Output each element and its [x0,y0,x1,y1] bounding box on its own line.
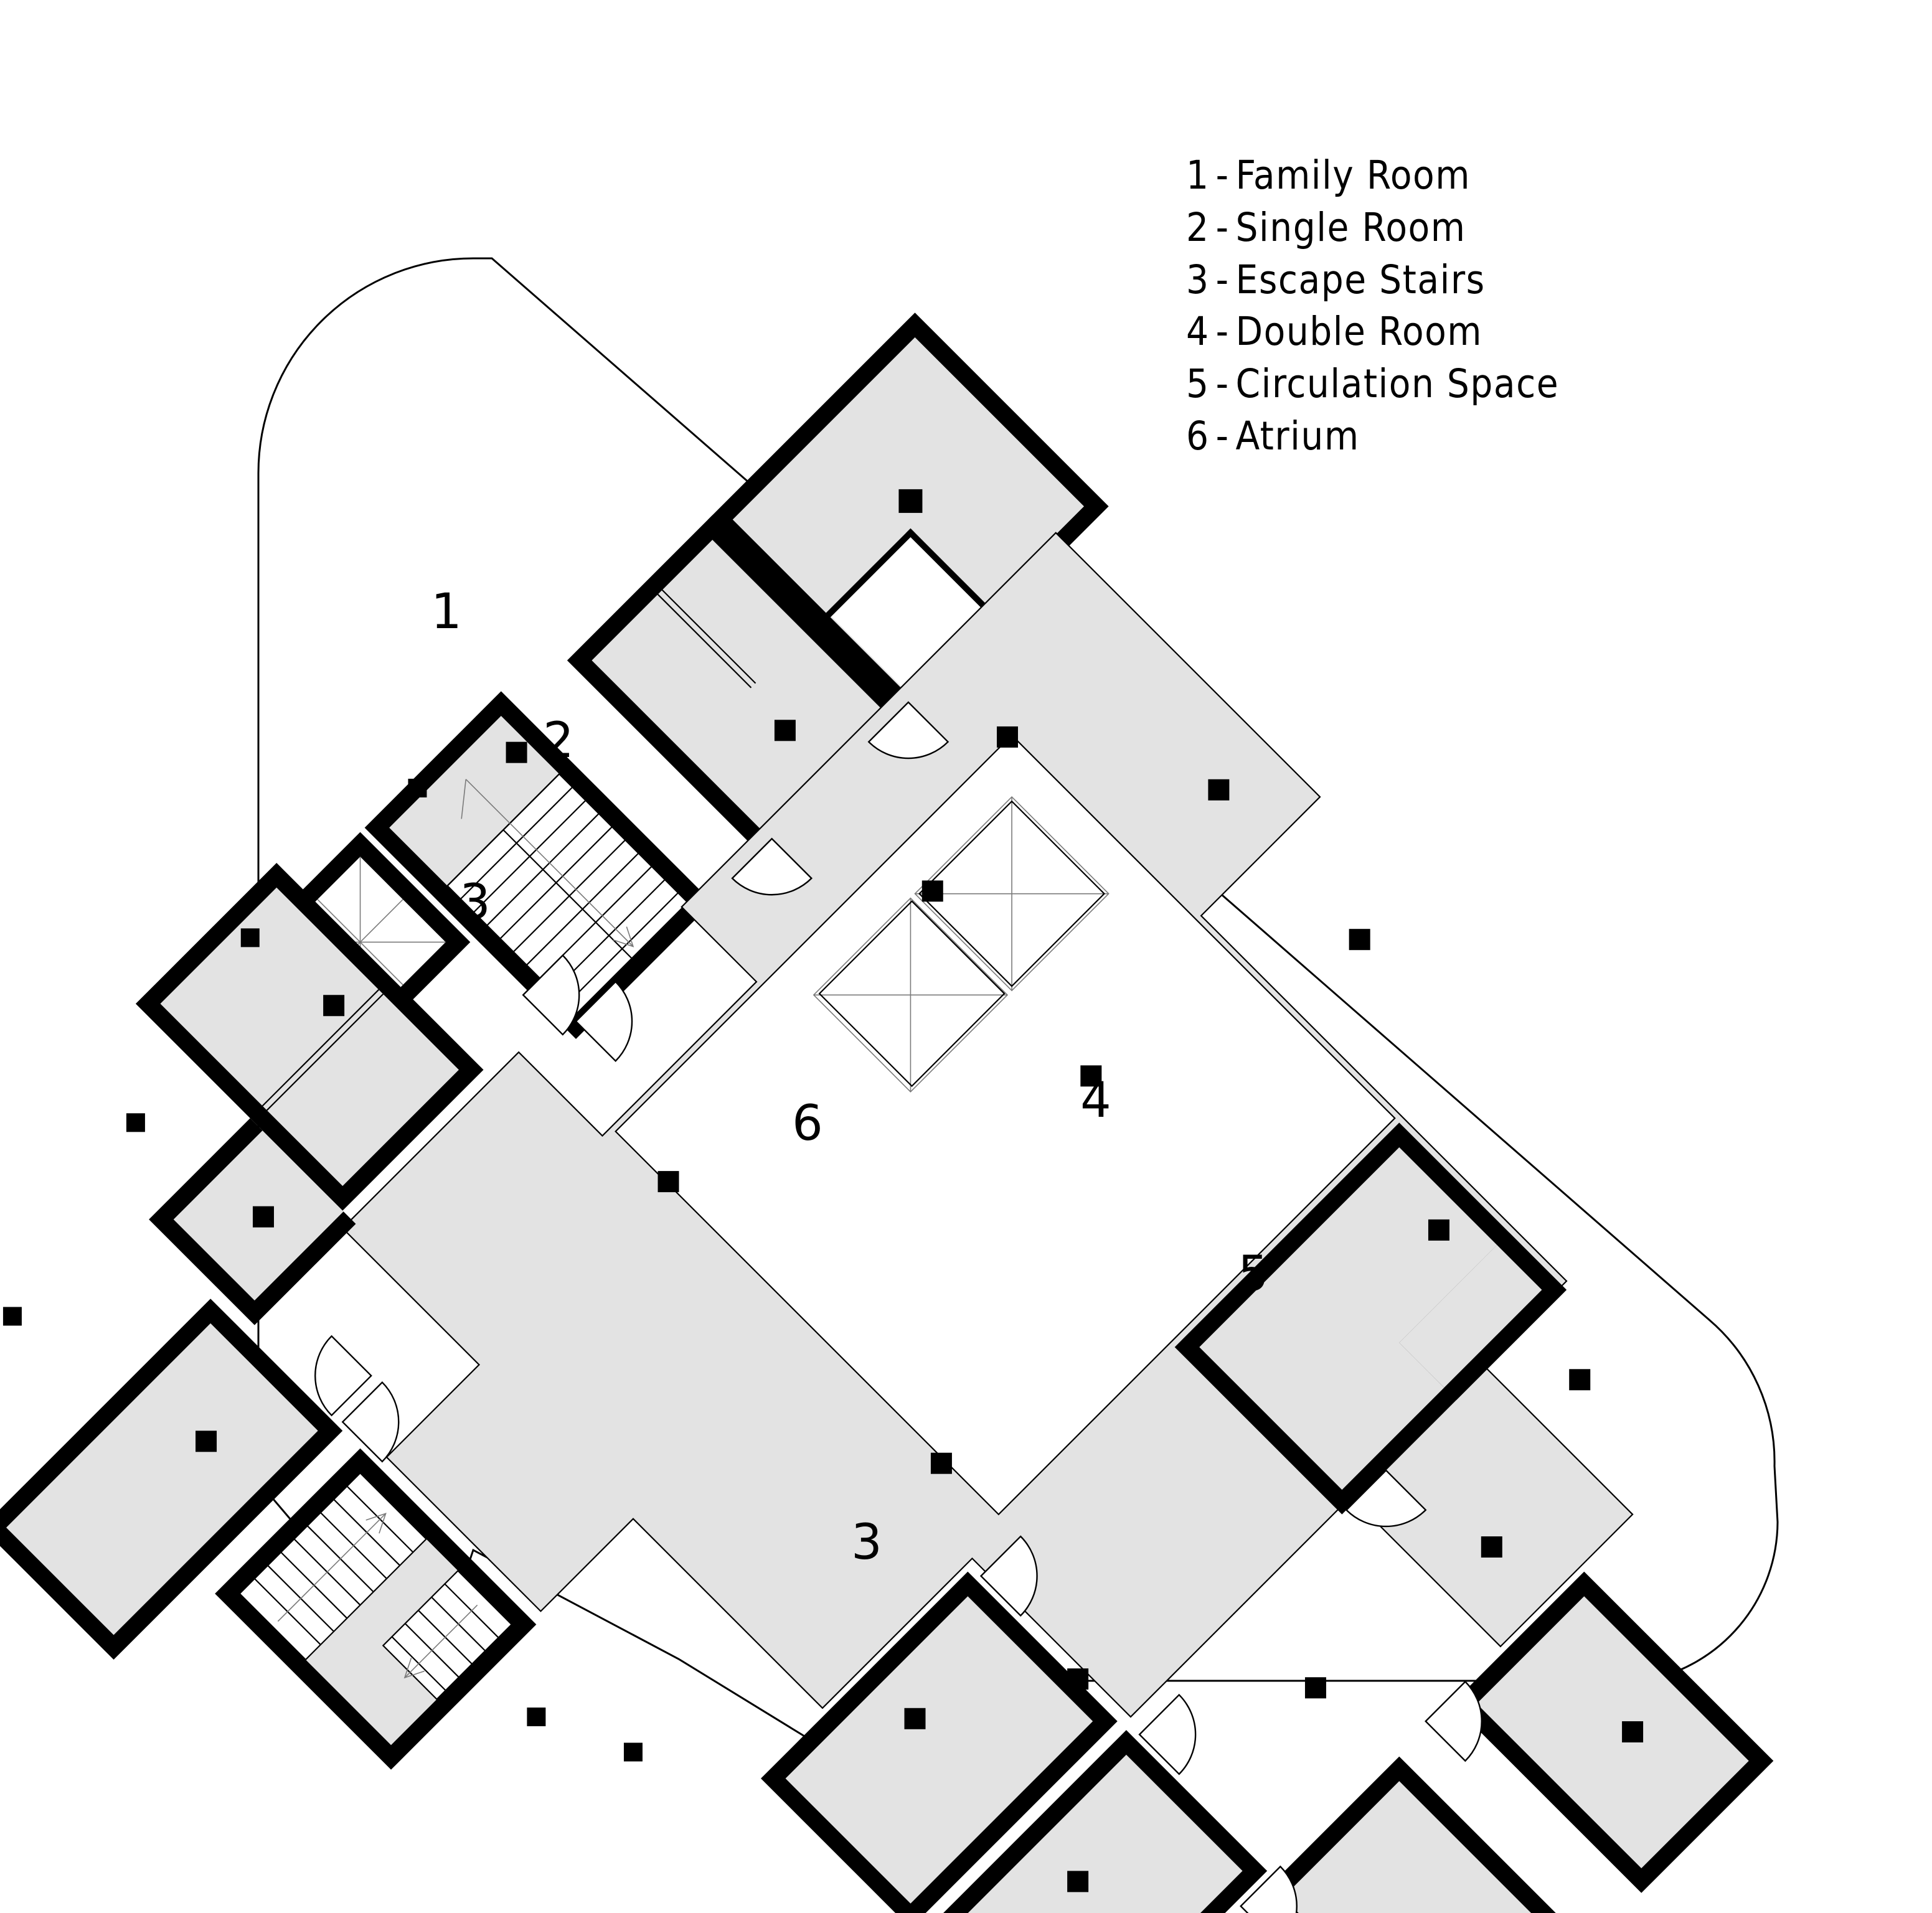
room-south-long [0,1299,343,1660]
stair-direction-arrows-south [277,1512,478,1679]
legend-row-3: 3-Escape Stairs [1186,254,1809,306]
building-rotated-frame [0,313,1774,1913]
legend-separator: - [1215,256,1230,303]
legend-label-4: Double Room [1235,309,1482,355]
stair-treads-north [446,773,689,1015]
legend-row-6: 6-Atrium [1186,410,1809,463]
stair-direction-arrows-north [461,779,634,947]
legend-separator: - [1215,361,1230,407]
legend-label-1: Family Room [1235,153,1471,198]
escape-stair-south [215,1448,537,1770]
double-room-south-a [761,1571,1118,1913]
escape-stair-north [364,691,713,1039]
legend-row-2: 2-Single Room [1186,202,1809,254]
legend-separator: - [1215,153,1230,198]
legend-label-5: Circulation Space [1235,361,1560,407]
legend-number-6: 6 [1186,413,1210,459]
legend-separator: - [1215,413,1230,459]
double-room-east-a [1452,1571,1774,1893]
double-room-upper [1174,1122,1567,1515]
legend-number-3: 3 [1186,256,1210,303]
legend-label-3: Escape Stairs [1235,256,1486,303]
legend-number-5: 5 [1186,361,1210,407]
legend-row-1: 1-Family Room [1186,149,1809,202]
door-arcs [314,701,1482,1913]
legend-label-6: Atrium [1235,413,1360,459]
legend-number-1: 1 [1186,153,1210,198]
legend-number-2: 2 [1186,204,1210,250]
legend-number-4: 4 [1186,309,1210,355]
legend-separator: - [1215,204,1230,250]
structural-columns [2,489,1644,1892]
legend-row-4: 4-Double Room [1186,306,1809,358]
plan-legend: 1-Family Room 2-Single Room 3-Escape Sta… [1186,149,1809,463]
legend-row-5: 5-Circulation Space [1186,358,1809,410]
legend-separator: - [1215,309,1230,355]
atrium-void [615,734,1396,1516]
atrium-skylight-grid [813,796,1110,1093]
legend-label-2: Single Room [1235,204,1466,250]
family-room-southwest [135,863,484,1211]
double-room-south-b [919,1730,1268,1913]
double-room-east-b [1258,1756,1589,1913]
